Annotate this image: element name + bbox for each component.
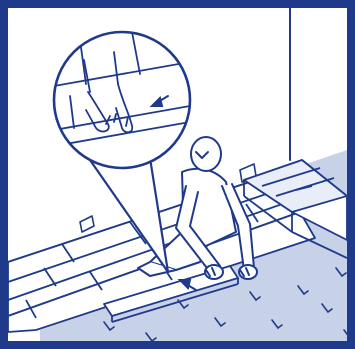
scene: [8, 8, 354, 341]
